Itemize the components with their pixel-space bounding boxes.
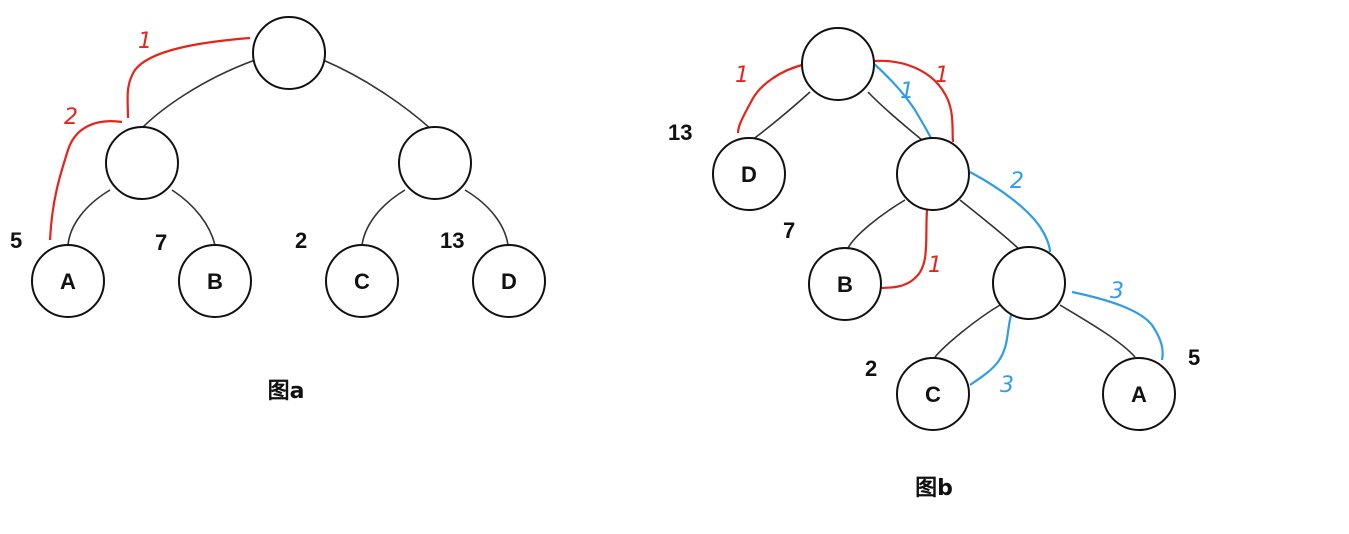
- edge-b-n1-B: [847, 199, 906, 249]
- leaf-node: [472, 244, 546, 318]
- leaf-weight: 13: [440, 228, 464, 253]
- blue-annotation-b-1: 1: [900, 79, 914, 104]
- edge-b-n2-C: [934, 304, 1001, 358]
- edge-b-root-D: [751, 91, 811, 141]
- edge-a-root-right: [322, 59, 433, 131]
- blue-annotation-b-4: 3: [1000, 373, 1014, 398]
- red-path-b-left: [736, 62, 807, 134]
- leaf-node: [31, 244, 105, 318]
- edge-a-left-B: [171, 189, 216, 246]
- leaf-weight: 5: [10, 228, 22, 253]
- leaf-weight: 5: [1188, 345, 1200, 370]
- edge-b-n2-A: [1059, 304, 1136, 358]
- leaf-weight: 7: [155, 230, 167, 255]
- blue-annotation-b-3: 3: [1110, 279, 1124, 304]
- red-annotation-a-2: 2: [64, 105, 78, 130]
- leaf-label: A: [1131, 382, 1147, 407]
- red-path-a: [126, 36, 251, 119]
- blue-path-b-2: [969, 171, 1052, 253]
- leaf-weight: 7: [783, 218, 795, 243]
- leaf-weight: 2: [865, 356, 877, 381]
- node-a-right: [398, 126, 472, 200]
- blue-path-b-3b: [969, 311, 1014, 386]
- figure-b: 1 1 1 1 2 3 3 D B C A 13 7 2 5 图b: [668, 27, 1200, 501]
- red-path-b-right: [857, 59, 955, 143]
- leaf-label: A: [60, 269, 76, 294]
- figure-b-caption: 图b: [915, 476, 953, 501]
- red-annotation-b-2: 1: [935, 63, 949, 88]
- blue-annotation-b-2: 2: [1010, 169, 1024, 194]
- edge-a-left-A: [67, 189, 111, 246]
- leaf-label: D: [501, 269, 517, 294]
- node-b-inner-2: [992, 246, 1066, 320]
- edge-a-right-C: [361, 189, 406, 246]
- red-annotation-a-1: 1: [138, 29, 152, 54]
- node-a-root: [252, 16, 326, 90]
- leaf-label: C: [925, 382, 941, 407]
- red-path-a-2: [48, 120, 123, 241]
- blue-path-b-3a: [1071, 290, 1164, 361]
- figure-a-caption: 图a: [268, 379, 305, 404]
- leaf-label: B: [837, 272, 853, 297]
- red-annotation-b-1: 1: [735, 63, 749, 88]
- leaf-weight: 13: [668, 120, 692, 145]
- leaf-node: [325, 244, 399, 318]
- edge-a-right-D: [464, 189, 509, 246]
- leaf-weight: 2: [295, 228, 307, 253]
- node-b-root: [801, 27, 875, 101]
- leaf-node: [1102, 357, 1176, 431]
- edge-b-n1-n2: [959, 199, 1023, 253]
- edge-a-root-left: [141, 59, 256, 129]
- node-a-left: [105, 126, 179, 200]
- leaf-node: [808, 247, 882, 321]
- blue-path-b-1: [871, 61, 933, 141]
- leaf-node: [896, 357, 970, 431]
- figure-a: 1 2 A B C D 5 7 2 13 图a: [10, 16, 546, 404]
- leaf-label: B: [207, 269, 223, 294]
- leaf-label: C: [354, 269, 370, 294]
- red-path-b-down: [875, 209, 929, 290]
- edge-b-root-n1: [867, 91, 923, 141]
- leaf-node: [712, 137, 786, 211]
- leaf-node: [178, 244, 252, 318]
- node-b-inner-1: [896, 137, 970, 211]
- leaf-label: D: [741, 162, 757, 187]
- red-annotation-b-3: 1: [928, 253, 942, 278]
